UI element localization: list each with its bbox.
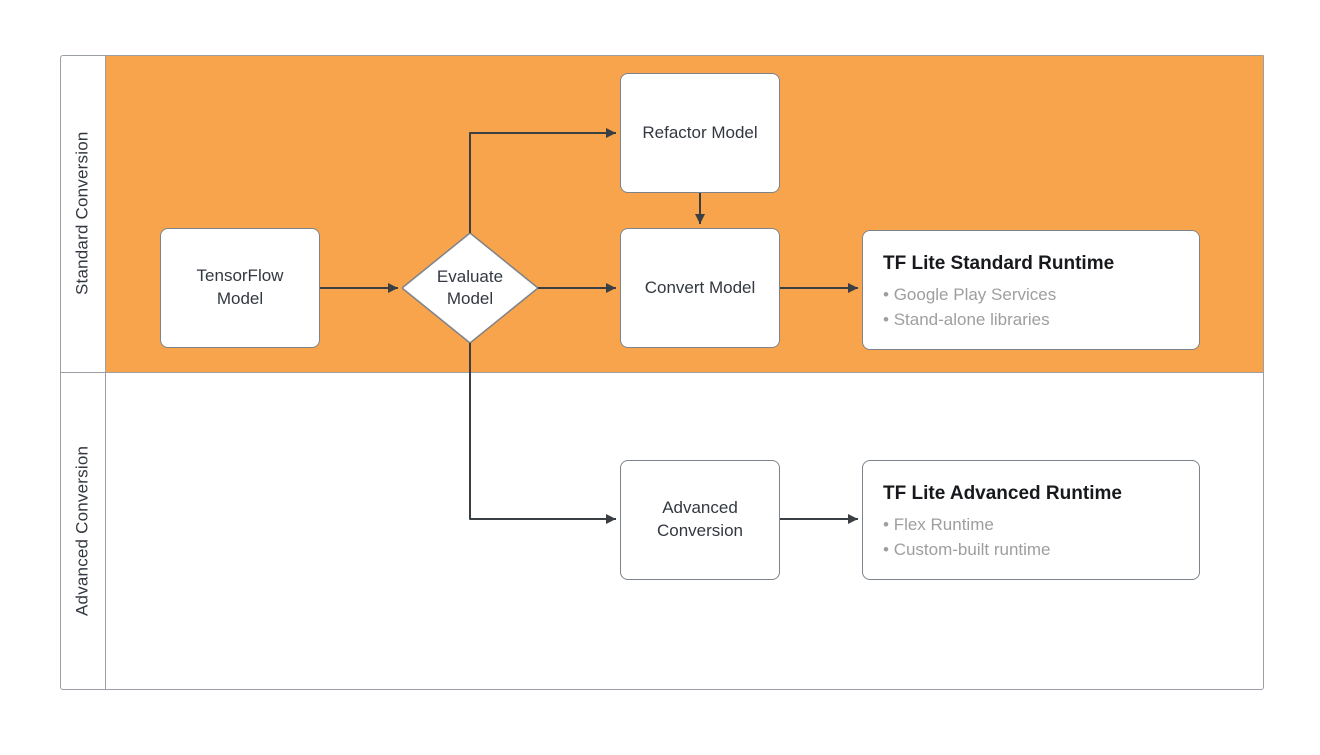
node-tf-lite-advanced-runtime: TF Lite Advanced Runtime Flex Runtime Cu… xyxy=(862,460,1200,580)
node-convert-model-label: Convert Model xyxy=(644,277,756,297)
node-advanced-conversion: Advanced Conversion xyxy=(620,460,780,580)
node-tensorflow-model: TensorFlow Model xyxy=(160,228,320,348)
lane-label-standard-conversion: Standard Conversion xyxy=(60,56,105,371)
standard-runtime-title: TF Lite Standard Runtime xyxy=(883,253,1115,274)
node-refactor-model: Refactor Model xyxy=(620,73,780,193)
node-tensorflow-model-label: TensorFlow Model xyxy=(196,266,284,308)
advanced-runtime-bullet-custom: Custom-built runtime xyxy=(883,538,1179,563)
lane-label-advanced-text: Advanced Conversion xyxy=(72,445,92,617)
node-convert-model: Convert Model xyxy=(620,228,780,348)
node-refactor-model-label: Refactor Model xyxy=(642,122,758,142)
node-evaluate-model-decision: Evaluate Model xyxy=(402,233,538,343)
standard-runtime-bullet-google-play: Google Play Services xyxy=(883,283,1179,308)
node-evaluate-model-label: Evaluate Model xyxy=(436,266,504,308)
standard-runtime-bullet-standalone: Stand-alone libraries xyxy=(883,308,1179,333)
lane-label-advanced-conversion: Advanced Conversion xyxy=(60,373,105,689)
node-advanced-conversion-label: Advanced Conversion xyxy=(657,498,743,540)
advanced-runtime-title: TF Lite Advanced Runtime xyxy=(883,483,1122,504)
lane-label-standard-text: Standard Conversion xyxy=(72,131,92,296)
lane-divider xyxy=(60,372,1264,373)
decision-diamond-shape xyxy=(402,233,538,343)
node-evaluate-model-label-wrap: Evaluate Model xyxy=(402,233,538,343)
node-tf-lite-standard-runtime: TF Lite Standard Runtime Google Play Ser… xyxy=(862,230,1200,350)
advanced-runtime-bullet-flex: Flex Runtime xyxy=(883,513,1179,538)
